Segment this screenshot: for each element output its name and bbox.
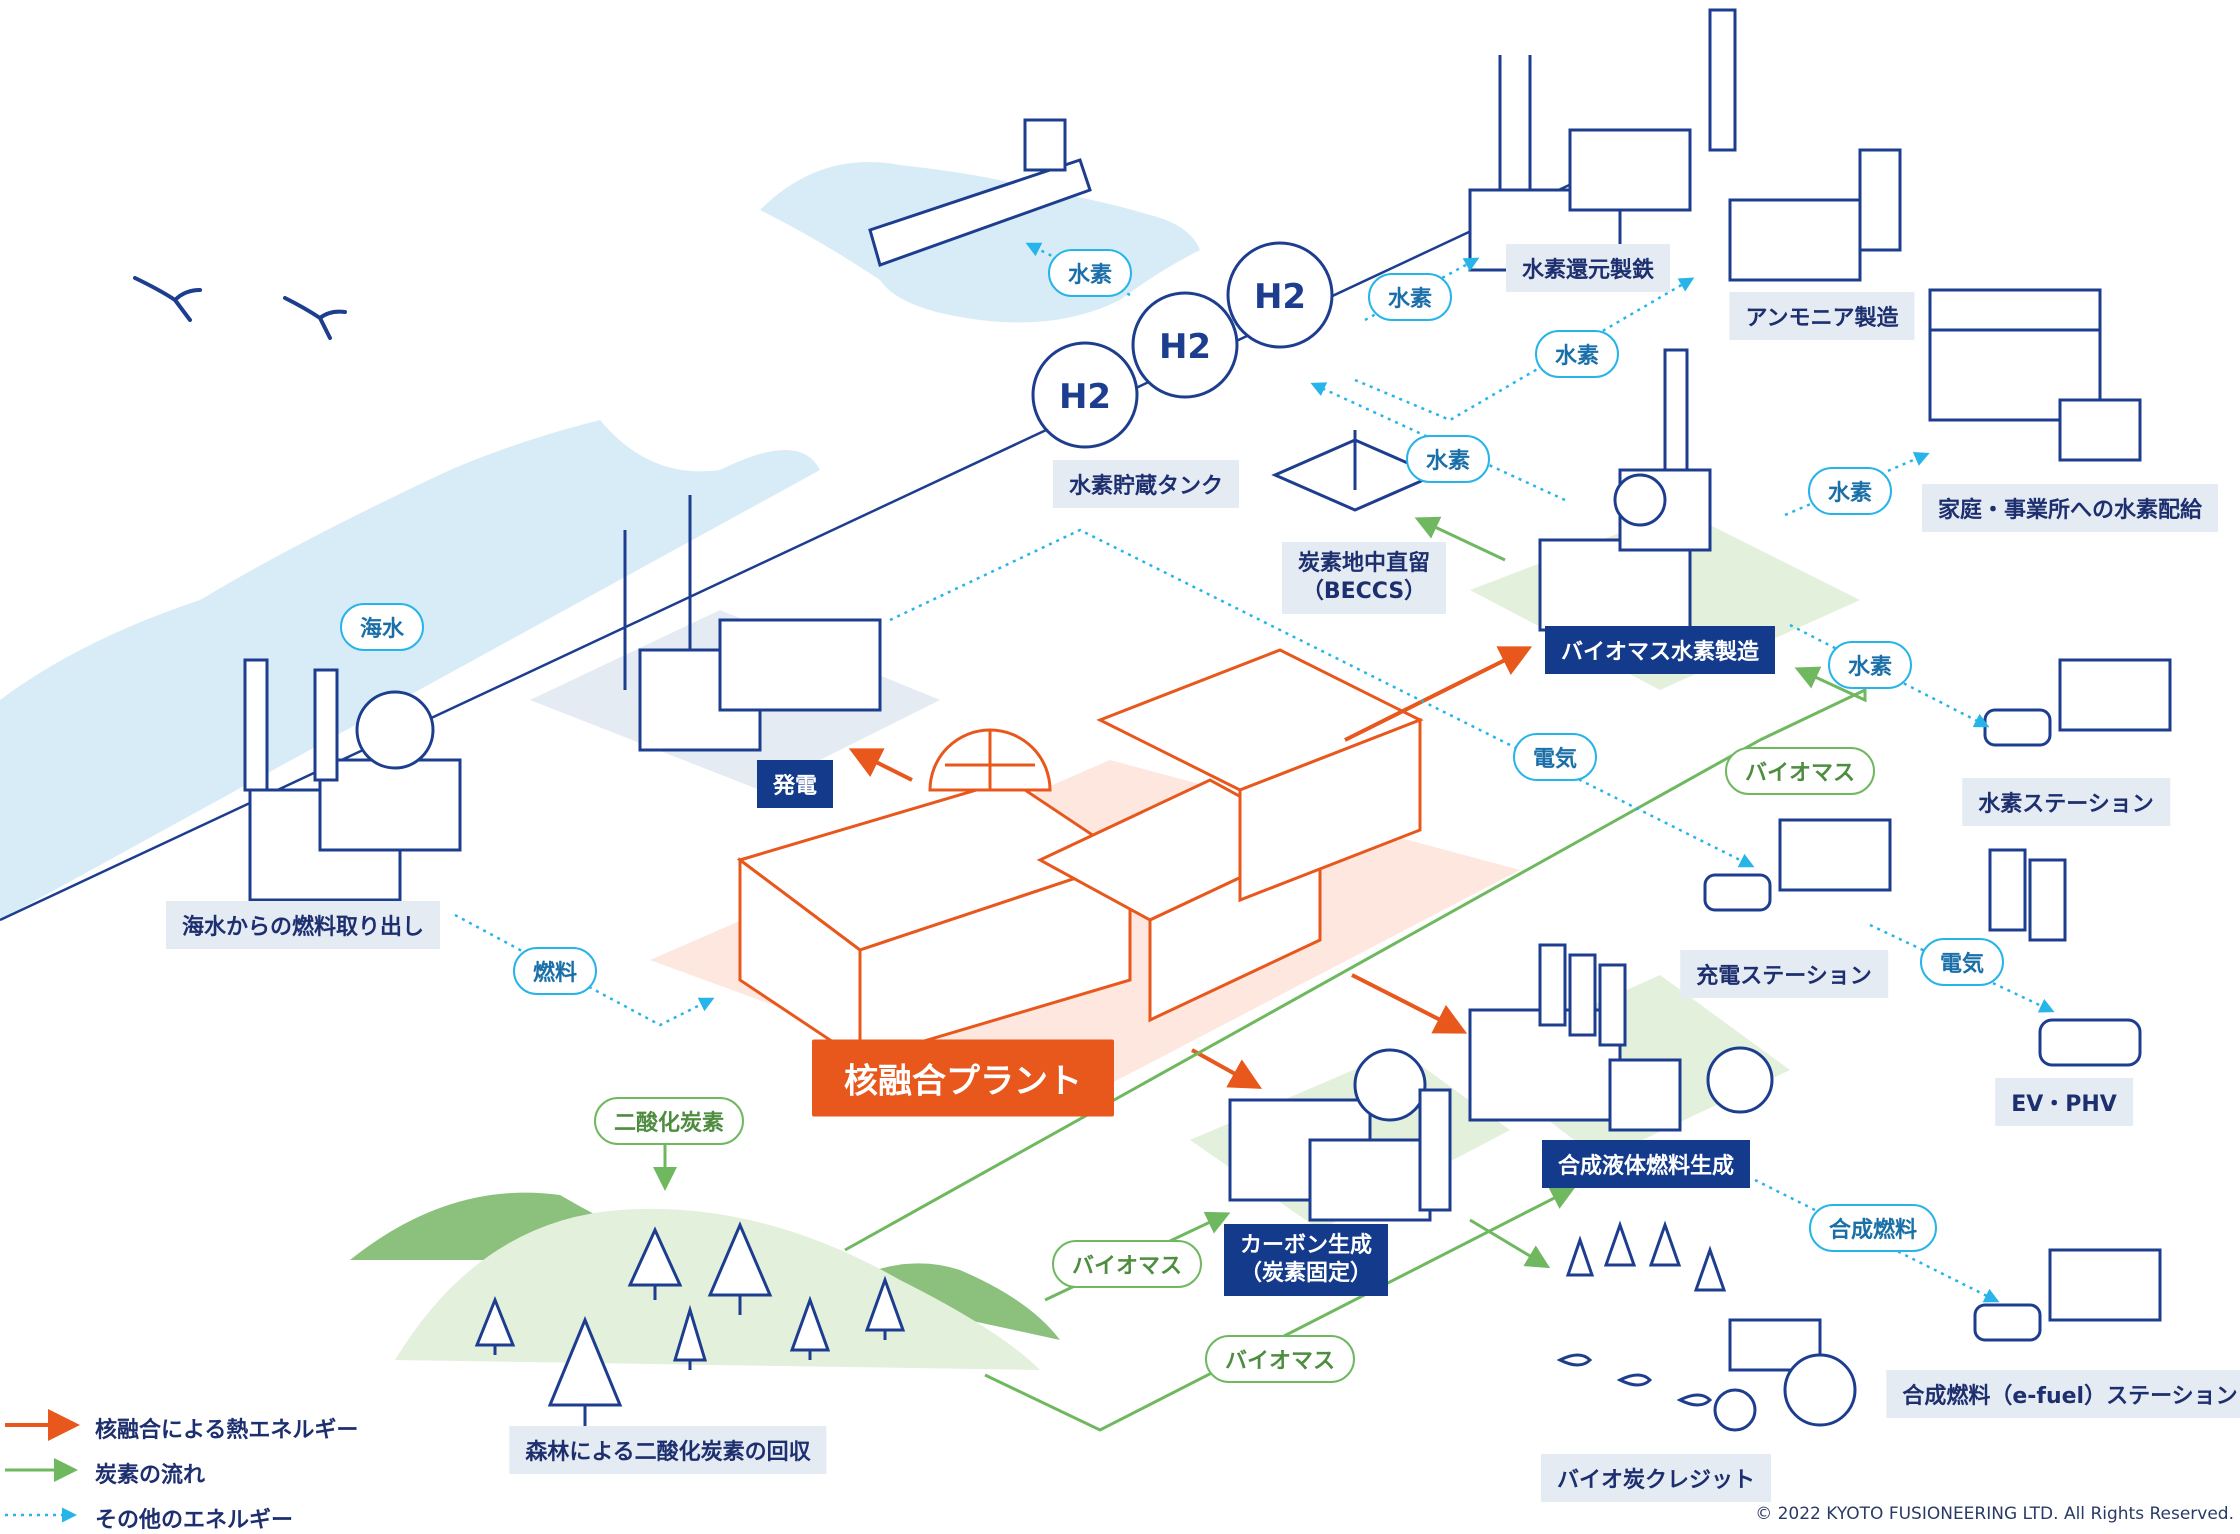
h2-marks: H2 H2 H2 (1059, 277, 1306, 417)
biochar-label: バイオ炭クレジット (1540, 1454, 1772, 1502)
birds (133, 276, 347, 340)
power-label: 発電 (756, 760, 834, 808)
home-h2-label: 家庭・事業所への水素配給 (1921, 484, 2219, 532)
carbon-label-line1: カーボン生成 (1239, 1233, 1373, 1258)
legend-other-label: その他のエネルギー (95, 1508, 294, 1533)
legend-other: その他のエネルギー (0, 1499, 420, 1533)
ev-label: EV・PHV (1995, 1078, 2133, 1126)
flow-label-fuel: 燃料 (512, 947, 598, 995)
legend-carbon: 炭素の流れ (0, 1454, 420, 1488)
beccs-label: 炭素地中直留 （BECCS） (1281, 542, 1447, 614)
heat-arrows (848, 646, 1533, 1089)
beccs-label-line1: 炭素地中直留 (1297, 551, 1431, 576)
flow-label-electricity: 電気 (1919, 938, 2005, 986)
flow-label-biomass: バイオマス (1051, 1240, 1203, 1288)
biochar-field (1556, 1220, 1857, 1432)
legend-heat: 核融合による熱エネルギー (0, 1409, 420, 1443)
flow-label-biomass: バイオマス (1724, 747, 1876, 795)
biomass-h2-label: バイオマス水素製造 (1544, 626, 1776, 674)
h2-station-label: 水素ステーション (1962, 778, 2170, 826)
forest-label: 森林による二酸化炭素の回収 (509, 1426, 827, 1474)
flow-label-hydrogen: 水素 (1047, 249, 1133, 297)
synfuel-label: 合成液体燃料生成 (1541, 1140, 1751, 1188)
h2-steel-label: 水素還元製鉄 (1505, 244, 1671, 292)
h2-tank-label: 水素貯蔵タンク (1052, 460, 1240, 508)
fusion-plant-illustration (736, 648, 1424, 1063)
charge-station-label: 充電ステーション (1680, 950, 1888, 998)
flow-label-biomass: バイオマス (1204, 1335, 1356, 1383)
ammonia-label: アンモニア製造 (1729, 292, 1915, 340)
beccs-label-line2: （BECCS） (1301, 579, 1427, 604)
forest-hills (350, 1192, 1060, 1370)
flow-label-electricity: 電気 (1512, 733, 1598, 781)
h2-mark: H2 (1059, 377, 1111, 417)
flow-label-hydrogen: 水素 (1827, 641, 1913, 689)
legend-carbon-label: 炭素の流れ (95, 1463, 206, 1488)
copyright: © 2022 KYOTO FUSIONEERING LTD. All Right… (1755, 1504, 2234, 1524)
flow-label-hydrogen: 水素 (1534, 330, 1620, 378)
legend-heat-label: 核融合による熱エネルギー (95, 1418, 359, 1443)
efuel-station-label: 合成燃料（e-fuel）ステーション (1886, 1370, 2240, 1418)
h2-mark: H2 (1159, 327, 1211, 367)
seawater-fuel-label: 海水からの燃料取り出し (165, 901, 441, 949)
legend-lines (5, 1409, 80, 1523)
carbon-label-line2: （炭素固定） (1239, 1261, 1373, 1286)
fusion-plant-label: 核融合プラント (812, 1039, 1114, 1117)
flow-label-hydrogen: 水素 (1405, 435, 1491, 483)
h2-mark: H2 (1254, 277, 1306, 317)
forest-trees (474, 1221, 906, 1430)
flow-label-seawater: 海水 (339, 603, 425, 651)
hydrogen-tanks (1031, 241, 1334, 449)
flow-label-hydrogen: 水素 (1807, 467, 1893, 515)
flow-label-co2: 二酸化炭素 (593, 1097, 745, 1145)
carbon-label: カーボン生成 （炭素固定） (1223, 1224, 1389, 1296)
buildings (243, 8, 2172, 1342)
flow-label-hydrogen: 水素 (1367, 273, 1453, 321)
flow-label-synthetic-fuel: 合成燃料 (1808, 1204, 1938, 1252)
